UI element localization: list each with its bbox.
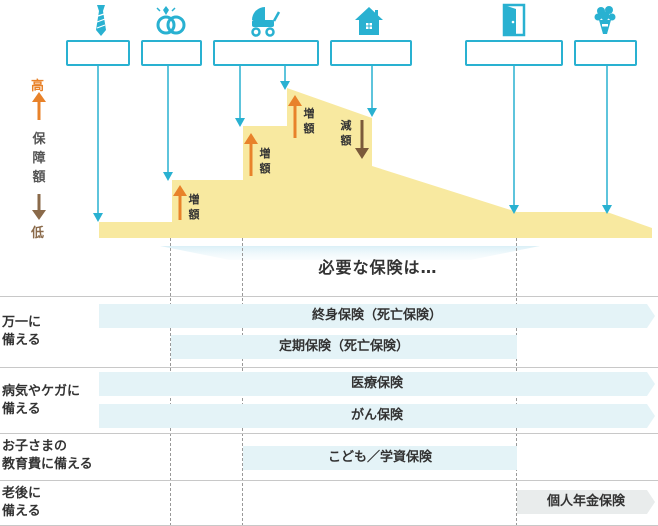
- category-label-death: 万一に 備える: [2, 314, 41, 350]
- increase-label-2b: 額: [259, 162, 271, 175]
- category-label-education: お子さまの 教育費に備える: [2, 438, 93, 474]
- increase-label-3a: 増: [303, 107, 315, 120]
- whole-life-insurance-bar: 終身保険（死亡保険）: [99, 304, 655, 328]
- stage-arrow-head-6: [509, 205, 519, 214]
- decrease-label-a: 減: [340, 119, 352, 132]
- education-insurance-bar: こども／学資保険: [243, 446, 517, 470]
- category-label-illness: 病気やケガに 備える: [2, 383, 80, 419]
- axis-up-arrow: [32, 92, 46, 102]
- category-divider-2: [0, 433, 658, 434]
- category-divider-1: [0, 367, 658, 368]
- axis-title-char-1: 保: [32, 132, 46, 147]
- axis-low-label: 低: [31, 226, 45, 241]
- stage-arrow-head-2: [163, 172, 173, 181]
- axis-title-char-2: 障: [32, 151, 46, 166]
- needed-insurance-banner: 必要な保険は…: [318, 258, 438, 277]
- axis-high-label: 高: [31, 79, 45, 94]
- stage-box-4: [330, 40, 412, 66]
- decrease-arrow: [355, 148, 369, 159]
- axis-title-char-3: 額: [32, 170, 46, 185]
- pension-insurance-bar: 個人年金保険: [517, 490, 655, 514]
- necktie-icon: [96, 5, 106, 36]
- increase-label-3b: 額: [303, 122, 315, 135]
- increase-label-2a: 増: [259, 147, 271, 160]
- category-label-line: 教育費に備える: [2, 457, 93, 472]
- cancer-insurance-bar: がん保険: [99, 404, 655, 428]
- increase-label-1a: 増: [188, 193, 200, 206]
- coverage-diagram: [32, 66, 652, 260]
- increase-label-1b: 額: [188, 208, 200, 221]
- category-label-line: 備える: [2, 333, 41, 348]
- category-label-line: 備える: [2, 504, 41, 519]
- house-icon: [355, 7, 383, 35]
- category-label-retirement: 老後に 備える: [2, 485, 41, 521]
- stage-arrow-head-5: [367, 108, 377, 117]
- category-label-line: お子さまの: [2, 439, 68, 454]
- door-icon: [502, 3, 526, 37]
- medical-insurance-bar: 医療保険: [99, 372, 655, 396]
- wedding-rings-icon: [156, 6, 186, 35]
- stage-arrow-head-7: [602, 205, 612, 214]
- banner-glow: [160, 246, 540, 260]
- stage-arrow-head-3: [235, 118, 245, 127]
- stage-box-3: [213, 40, 319, 66]
- category-label-line: 老後に: [2, 486, 42, 501]
- increase-arrow-3: [288, 95, 302, 106]
- decrease-label-b: 額: [340, 134, 352, 147]
- category-label-line: 病気やケガに: [2, 384, 81, 399]
- bouquet-icon: [594, 6, 616, 34]
- stage-arrow-head-1: [93, 213, 103, 222]
- stage-box-5: [465, 40, 563, 66]
- category-divider-3: [0, 480, 658, 481]
- stage-arrow-head-4: [280, 81, 290, 90]
- increase-arrow-2: [244, 133, 258, 144]
- category-label-line: 万一に: [2, 315, 42, 330]
- baby-stroller-icon: [251, 7, 281, 37]
- stage-box-6: [574, 40, 637, 66]
- axis-down-arrow: [32, 210, 46, 220]
- category-label-line: 備える: [2, 402, 41, 417]
- stage-box-1: [66, 40, 130, 66]
- increase-arrow-1: [173, 185, 187, 196]
- stage-box-2: [141, 40, 202, 66]
- category-divider-0: [0, 296, 658, 297]
- coverage-area: [99, 88, 652, 238]
- term-life-insurance-bar: 定期保険（死亡保険）: [171, 335, 517, 359]
